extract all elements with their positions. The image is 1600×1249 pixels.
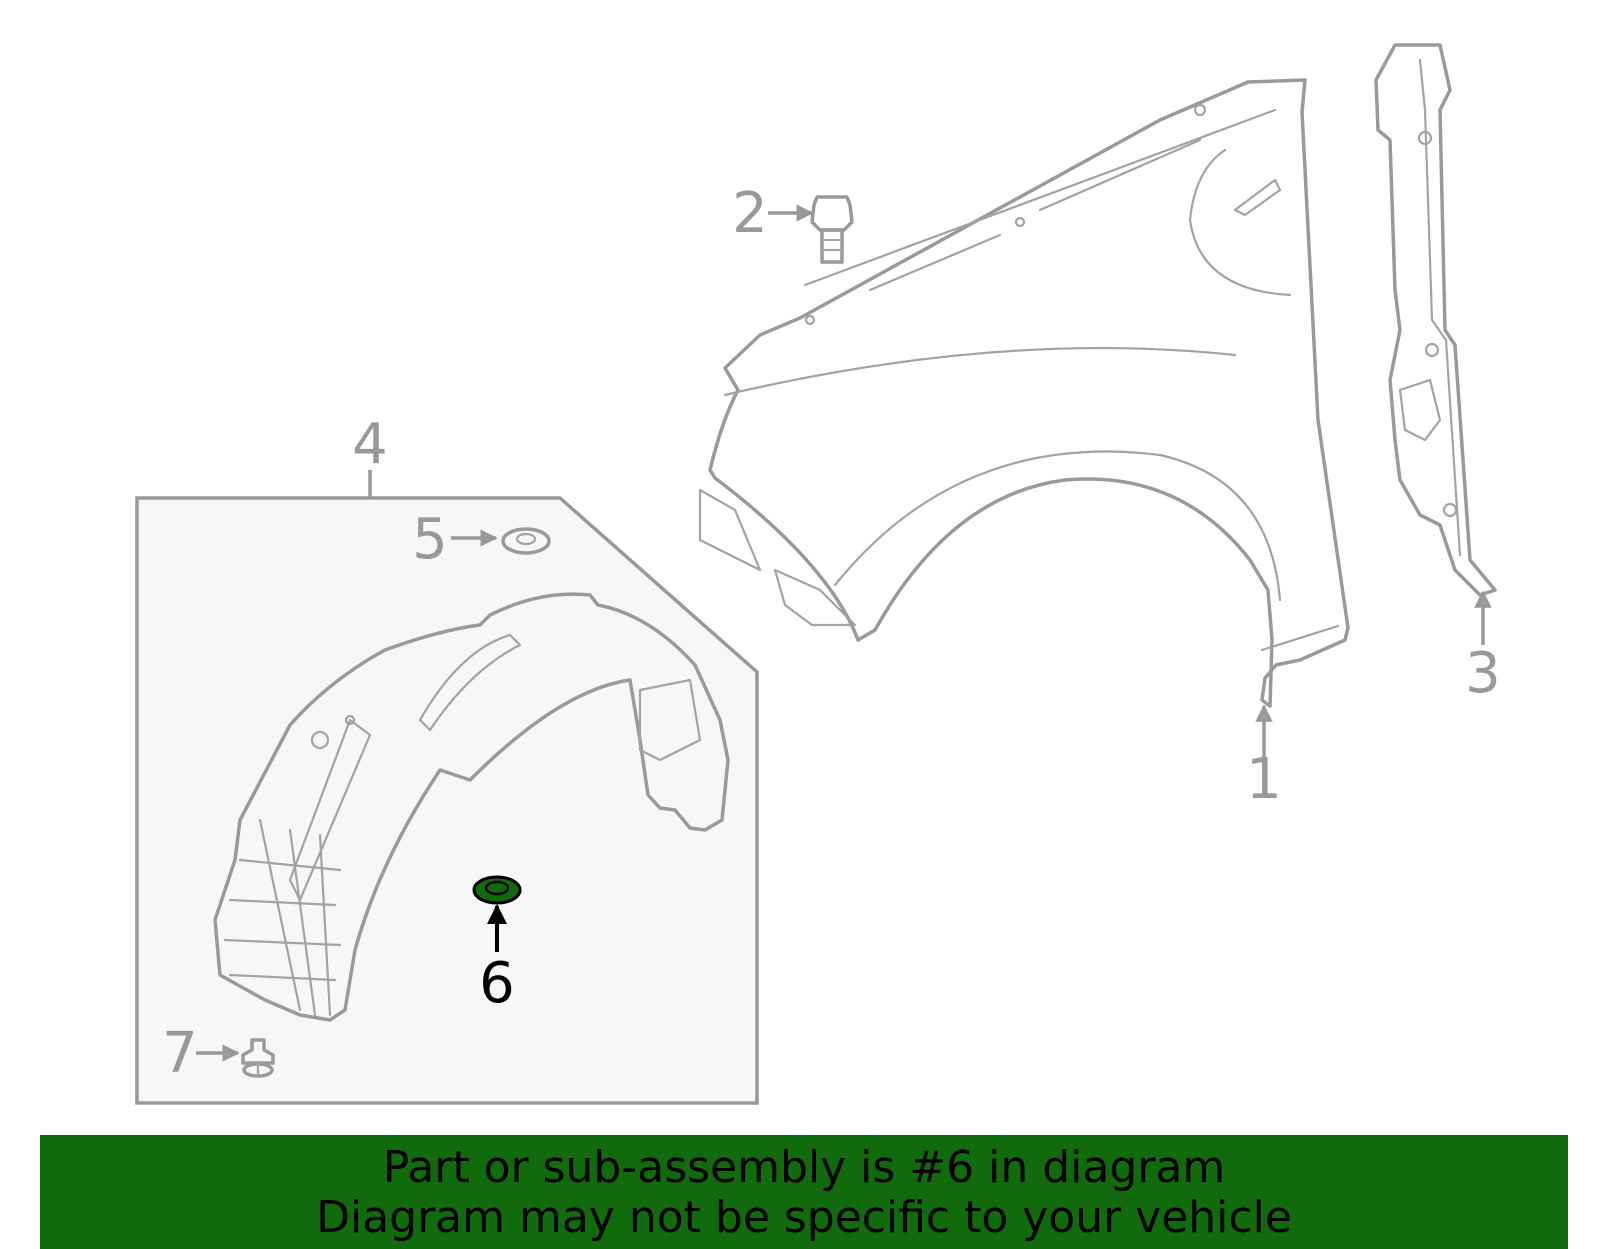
callout-1: 1 <box>1246 747 1282 812</box>
fender-liner-part <box>213 592 730 1022</box>
grommet-part-6 <box>472 875 522 905</box>
bracket-part <box>1374 43 1497 597</box>
callout-4: 4 <box>352 412 388 477</box>
fender-part <box>698 78 1350 708</box>
push-clip-part-7 <box>241 1038 275 1078</box>
bolt-part <box>810 195 854 264</box>
washer-part-5 <box>501 527 551 555</box>
callout-6: 6 <box>479 951 515 1016</box>
subassembly-box <box>135 470 759 1105</box>
callout-7: 7 <box>162 1021 198 1086</box>
callout-5: 5 <box>412 507 448 572</box>
banner-line-disclaimer: Diagram may not be specific to your vehi… <box>316 1192 1292 1243</box>
callout-2: 2 <box>732 181 768 246</box>
callout-3: 3 <box>1465 641 1501 706</box>
info-banner: Part or sub-assembly is #6 in diagram Di… <box>40 1135 1568 1249</box>
banner-line-part-number: Part or sub-assembly is #6 in diagram <box>382 1142 1226 1193</box>
